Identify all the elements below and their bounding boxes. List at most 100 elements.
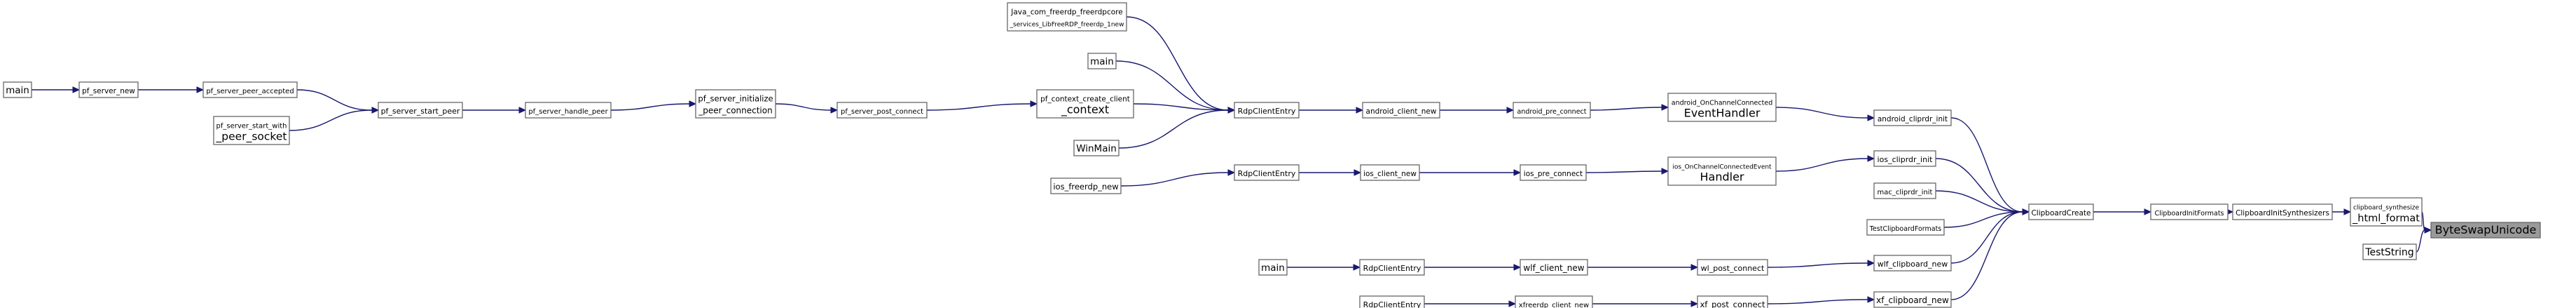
node-label: android_client_new <box>1366 107 1437 116</box>
node-box[interactable] <box>1007 2 1127 32</box>
node-box[interactable] <box>2028 203 2094 220</box>
node-box[interactable] <box>1359 295 1425 308</box>
node-main_pf[interactable]: main <box>3 81 32 98</box>
node-box[interactable] <box>1873 150 1936 167</box>
node-box[interactable] <box>1258 259 1288 276</box>
node-android_client_new[interactable]: android_client_new <box>1362 102 1440 119</box>
node-pf_server_start_peer[interactable]: pf_server_start_peer <box>378 102 463 119</box>
node-box[interactable] <box>1513 102 1591 119</box>
node-box[interactable] <box>695 89 776 119</box>
node-TestClipboardFormats[interactable]: TestClipboardFormats <box>1866 219 1945 236</box>
node-box[interactable] <box>1359 259 1425 276</box>
node-box[interactable] <box>1873 109 1952 126</box>
edge-arrowhead <box>1661 168 1669 175</box>
node-pf_context_create[interactable]: pf_context_create_client_context <box>1036 89 1134 119</box>
node-label: pf_context_create_client <box>1040 95 1130 104</box>
edges-layer <box>31 16 2432 307</box>
node-box[interactable] <box>1515 295 1593 308</box>
node-box[interactable] <box>1520 164 1587 181</box>
node-box[interactable] <box>378 102 463 119</box>
node-pf_server_new[interactable]: pf_server_new <box>78 81 139 98</box>
node-box[interactable] <box>1697 295 1768 308</box>
node-ios_cliprdr_init[interactable]: ios_cliprdr_init <box>1873 150 1936 167</box>
node-pf_server_post_connect[interactable]: pf_server_post_connect <box>836 102 928 119</box>
edge-arrowhead <box>2424 227 2432 234</box>
edge-arrowhead <box>1661 104 1669 111</box>
node-android_cliprdr_init[interactable]: android_cliprdr_init <box>1873 109 1952 126</box>
node-box[interactable] <box>2430 222 2541 239</box>
edge-arrowhead <box>689 100 697 107</box>
node-pf_server_peer_accepted[interactable]: pf_server_peer_accepted <box>202 81 298 98</box>
node-box[interactable] <box>2362 243 2417 260</box>
node-box[interactable] <box>1087 53 1117 69</box>
node-label: ClipboardInitFormats <box>2155 210 2224 217</box>
node-wl_post_connect[interactable]: wl_post_connect <box>1697 259 1768 276</box>
edge-arrowhead <box>1356 107 1364 114</box>
node-RdpClientEntry_android[interactable]: RdpClientEntry <box>1234 102 1300 119</box>
node-xfreerdp_client_new[interactable]: xfreerdp_client_new <box>1515 295 1593 308</box>
node-box[interactable] <box>1234 164 1300 181</box>
node-android_pre_connect[interactable]: android_pre_connect <box>1513 102 1591 119</box>
node-box[interactable] <box>525 102 612 119</box>
node-pf_server_start_with[interactable]: pf_server_start_with_peer_socket <box>213 116 290 145</box>
node-box[interactable] <box>2350 197 2423 227</box>
node-ClipboardCreate[interactable]: ClipboardCreate <box>2028 203 2094 220</box>
node-box[interactable] <box>1362 102 1440 119</box>
node-WinMain[interactable]: WinMain <box>1073 140 1120 156</box>
node-box[interactable] <box>1036 89 1134 119</box>
node-pf_server_initialize[interactable]: pf_server_initialize_peer_connection <box>695 89 776 119</box>
node-java_com[interactable]: Java_com_freerdp_freerdpcore_services_Li… <box>1007 2 1127 32</box>
node-box[interactable] <box>1873 291 1952 308</box>
node-wlf_clipboard_new[interactable]: wlf_clipboard_new <box>1873 255 1952 272</box>
edge-arrowhead <box>1513 169 1522 176</box>
node-box[interactable] <box>1667 93 1777 122</box>
edge-pf_server_handle_peer-to-pf_server_initialize <box>610 103 690 111</box>
edge-arrowhead <box>196 86 205 93</box>
edge-ios_pre_connect-to-ios_OnChannelConnected <box>1585 170 1662 173</box>
node-label: main <box>6 85 29 96</box>
node-RdpClientEntry_wl[interactable]: RdpClientEntry <box>1359 259 1425 276</box>
edge-pf_server_post_connect-to-pf_context_create <box>926 103 1031 111</box>
node-main_android[interactable]: main <box>1087 53 1117 69</box>
node-main_wl[interactable]: main <box>1258 259 1288 276</box>
node-box[interactable] <box>1866 219 1945 236</box>
node-pf_server_handle_peer[interactable]: pf_server_handle_peer <box>525 102 612 119</box>
node-ClipboardInitSynthesizers[interactable]: ClipboardInitSynthesizers <box>2232 203 2333 220</box>
node-box[interactable] <box>78 81 139 98</box>
node-box[interactable] <box>1073 140 1120 156</box>
node-TestString[interactable]: TestString <box>2362 243 2417 260</box>
node-RdpClientEntry_xf[interactable]: RdpClientEntry <box>1359 295 1425 308</box>
node-box[interactable] <box>202 81 298 98</box>
node-box[interactable] <box>3 81 32 98</box>
node-xf_post_connect[interactable]: xf_post_connect <box>1697 295 1768 308</box>
node-box[interactable] <box>2232 203 2333 220</box>
edge-arrowhead <box>371 107 380 114</box>
node-box[interactable] <box>1667 156 1777 186</box>
node-box[interactable] <box>2150 203 2229 220</box>
node-box[interactable] <box>1234 102 1300 119</box>
node-RdpClientEntry_ios[interactable]: RdpClientEntry <box>1234 164 1300 181</box>
edge-android_OnChannelConnected-to-android_cliprdr_init <box>1775 107 1868 119</box>
node-mac_cliprdr_init[interactable]: mac_cliprdr_init <box>1873 182 1936 199</box>
node-box[interactable] <box>1360 164 1420 181</box>
edge-arrowhead <box>518 107 527 114</box>
node-ios_freerdp_new[interactable]: ios_freerdp_new <box>1050 178 1122 194</box>
node-clipboard_synthesize[interactable]: clipboard_synthesize_html_format <box>2350 197 2423 227</box>
node-xf_clipboard_new[interactable]: xf_clipboard_new <box>1873 291 1952 308</box>
node-ios_client_new[interactable]: ios_client_new <box>1360 164 1420 181</box>
node-box[interactable] <box>1520 259 1588 276</box>
node-box[interactable] <box>213 116 290 145</box>
node-box[interactable] <box>1873 255 1952 272</box>
node-label: TestClipboardFormats <box>1869 225 1942 233</box>
node-ClipboardInitFormats[interactable]: ClipboardInitFormats <box>2150 203 2229 220</box>
node-wlf_client_new[interactable]: wlf_client_new <box>1520 259 1588 276</box>
edge-ios_OnChannelConnected-to-ios_cliprdr_init <box>1775 158 1868 172</box>
node-ios_pre_connect[interactable]: ios_pre_connect <box>1520 164 1587 181</box>
node-ByteSwapUnicode[interactable]: ByteSwapUnicode <box>2430 222 2541 239</box>
node-box[interactable] <box>836 102 928 119</box>
node-box[interactable] <box>1873 182 1936 199</box>
node-box[interactable] <box>1050 178 1122 194</box>
node-box[interactable] <box>1697 259 1768 276</box>
